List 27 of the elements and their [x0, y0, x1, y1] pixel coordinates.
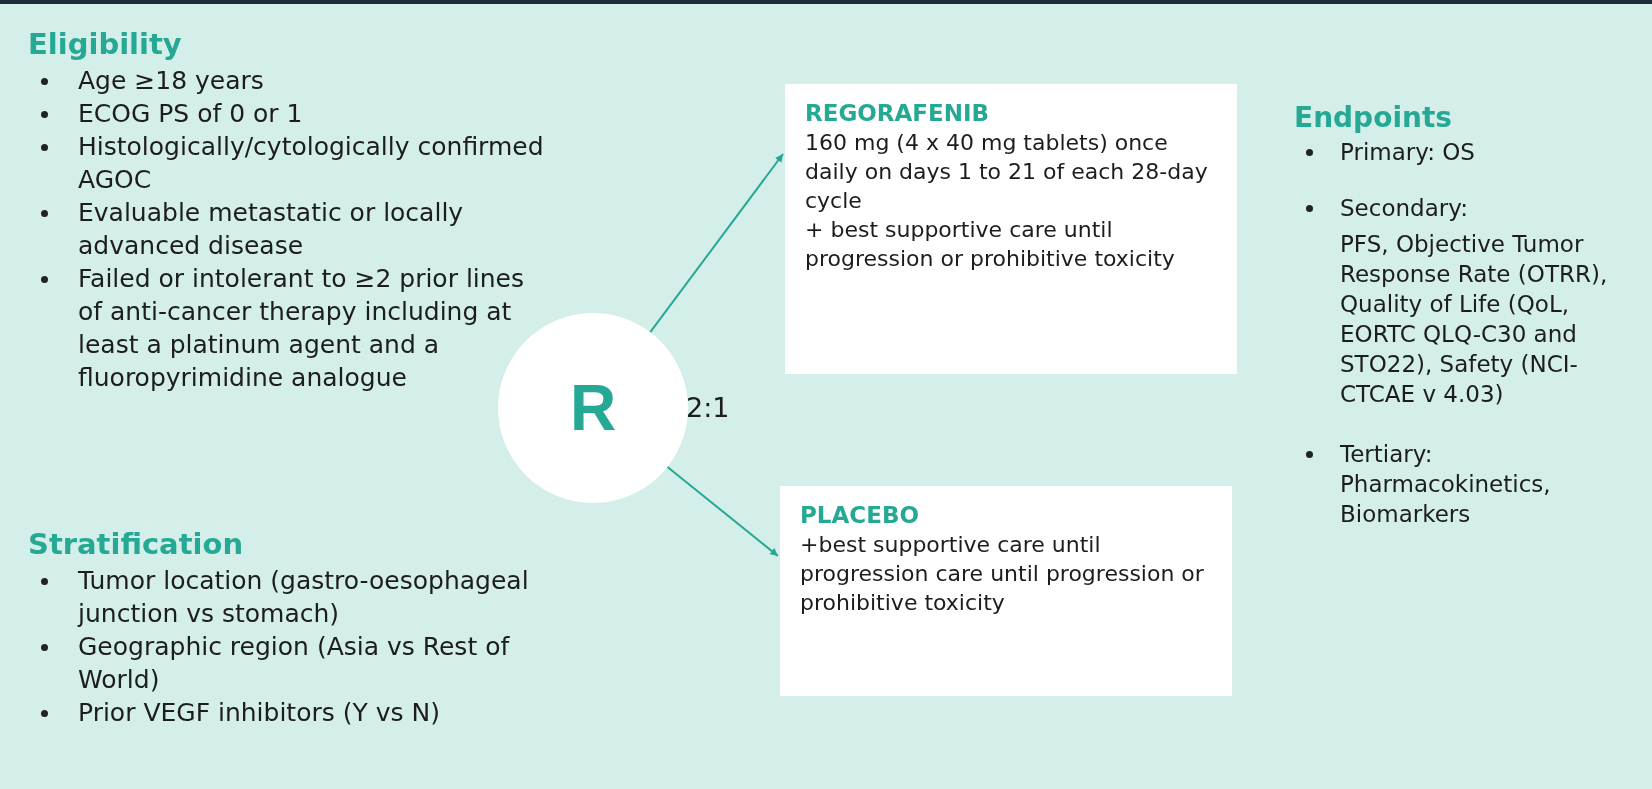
list-item: Secondary: [1340, 194, 1469, 223]
list-item: Tumor location (gastro-oesophageal junction vs stomach) [78, 565, 530, 631]
list-item: Primary: OS [1340, 138, 1476, 167]
section-heading: Eligibility [28, 26, 183, 63]
treatment-arm-box [785, 84, 1237, 374]
arm-title: PLACEBO [800, 501, 920, 530]
arrow [649, 153, 784, 334]
arrow [666, 465, 779, 557]
arm-description: 160 mg (4 x 40 mg tablets) once daily on days 1 to 21 of each 28-day cycle [805, 129, 1209, 215]
arm-description: + best supportive care until progression or prohibitive toxicity [805, 216, 1176, 273]
list-item: Geographic region (Asia vs Rest of World) [78, 631, 511, 697]
list-text: Pharmacokinetics, Biomarkers [1340, 470, 1552, 529]
allocation-ratio: 2:1 [686, 392, 730, 423]
list-item: Histologically/cytologically confirmed AGOC [78, 131, 545, 197]
section-heading: Endpoints [1294, 100, 1453, 135]
arm-description: +best supportive care until progression care until progression or prohibitive toxicity [800, 531, 1205, 617]
list-item: Age ≥18 years [78, 65, 265, 98]
list-item: Prior VEGF inhibitors (Y vs N) [78, 697, 441, 730]
treatment-arm-box [780, 486, 1232, 696]
arm-title: REGORAFENIB [805, 99, 991, 128]
list-text: PFS, Objective Tumor Response Rate (OTRR), Quality of Life (QoL, EORTC QLQ-C30 and STO22), Safety (NCI-CTCAE v 4.03) [1340, 230, 1609, 409]
list-item: Tertiary: [1340, 440, 1434, 469]
list-item: Evaluable metastatic or locally advanced disease [78, 197, 465, 263]
list-item: ECOG PS of 0 or 1 [78, 98, 304, 131]
node-label: R [569, 371, 617, 445]
list-item: Failed or intolerant to ≥2 prior lines of anti-cancer therapy including at least a platinum agent and a fluoropyrimidine analogue [78, 263, 526, 395]
section-heading: Stratification [28, 526, 245, 563]
